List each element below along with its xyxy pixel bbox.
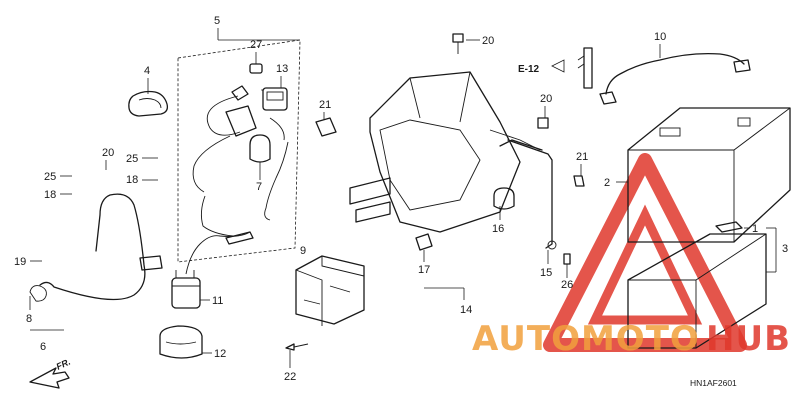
callout-21: 21 bbox=[576, 151, 588, 163]
part-battery bbox=[627, 107, 791, 243]
callout-16: 16 bbox=[492, 223, 504, 235]
part-battery-cable-positive bbox=[599, 52, 751, 105]
part-relay-cover bbox=[159, 325, 203, 359]
callout-3: 3 bbox=[782, 243, 788, 255]
front-direction-label: FR. bbox=[55, 357, 72, 372]
callout-13: 13 bbox=[276, 63, 288, 75]
callout-9: 9 bbox=[300, 245, 306, 257]
callout-1: 1 bbox=[752, 223, 758, 235]
callout-17: 17 bbox=[418, 264, 430, 276]
watermark-text-part1: AUTOMOTO bbox=[472, 319, 700, 359]
diagram-code: HN1AF2601 bbox=[690, 378, 737, 388]
callouts: 5 4 27 13 21 7 20 25 25 18 18 19 8 6 11 … bbox=[14, 15, 788, 383]
callout-5: 5 bbox=[214, 15, 220, 27]
part-battery-cable-negative bbox=[29, 193, 163, 302]
part-rubber-cushion bbox=[493, 187, 515, 210]
part-battery-case bbox=[627, 233, 767, 349]
callout-20a: 20 bbox=[482, 35, 494, 47]
callout-4: 4 bbox=[144, 65, 150, 77]
watermark-text: AUTOMOTO HUB bbox=[472, 319, 791, 359]
callout-19: 19 bbox=[14, 256, 26, 268]
callout-18a: 18 bbox=[126, 174, 138, 186]
callout-24: 22 bbox=[284, 371, 296, 383]
callout-27: 27 bbox=[250, 39, 262, 51]
part-bolt-26 bbox=[563, 253, 571, 265]
callout-25b: 25 bbox=[44, 171, 56, 183]
callout-18b: 18 bbox=[44, 189, 56, 201]
callout-12: 12 bbox=[214, 348, 226, 360]
callout-26: 26 bbox=[561, 279, 573, 291]
callout-23: 21 bbox=[319, 99, 331, 111]
part-screw-24 bbox=[285, 343, 309, 351]
part-bolt-20-mid bbox=[537, 117, 549, 129]
part-bolt-20-top bbox=[452, 33, 464, 54]
callout-22: 20 bbox=[102, 147, 114, 159]
callout-8: 8 bbox=[26, 313, 32, 325]
callout-7: 7 bbox=[256, 181, 262, 193]
part-battery-box-cover bbox=[295, 255, 365, 326]
callout-2: 2 bbox=[604, 177, 610, 189]
part-battery-bracket bbox=[499, 139, 557, 250]
part-bolt-reference bbox=[577, 47, 593, 89]
part-rubber-pad bbox=[715, 221, 743, 233]
group-outline-5 bbox=[177, 39, 301, 263]
part-starter-magnetic-switch bbox=[171, 231, 251, 309]
callout-14: 14 bbox=[460, 304, 472, 316]
callout-15: 15 bbox=[540, 267, 552, 279]
part-clamp-band bbox=[128, 90, 169, 117]
callout-11: 11 bbox=[212, 295, 223, 307]
part-starter-relay-harness bbox=[192, 63, 289, 245]
part-bolt-21 bbox=[573, 175, 585, 187]
callout-20b: 20 bbox=[540, 93, 552, 105]
callout-10: 10 bbox=[654, 31, 666, 43]
callout-6: 6 bbox=[40, 341, 46, 353]
part-clip bbox=[415, 233, 433, 251]
front-direction-arrow: FR. bbox=[29, 357, 72, 389]
watermark-logo bbox=[543, 153, 747, 352]
callout-25a: 25 bbox=[126, 153, 138, 165]
reference-tag-label: E-12 bbox=[518, 64, 540, 75]
reference-tag: E-12 bbox=[518, 59, 565, 75]
part-holder-23 bbox=[315, 117, 337, 137]
watermark-text-part2: HUB bbox=[706, 319, 791, 359]
